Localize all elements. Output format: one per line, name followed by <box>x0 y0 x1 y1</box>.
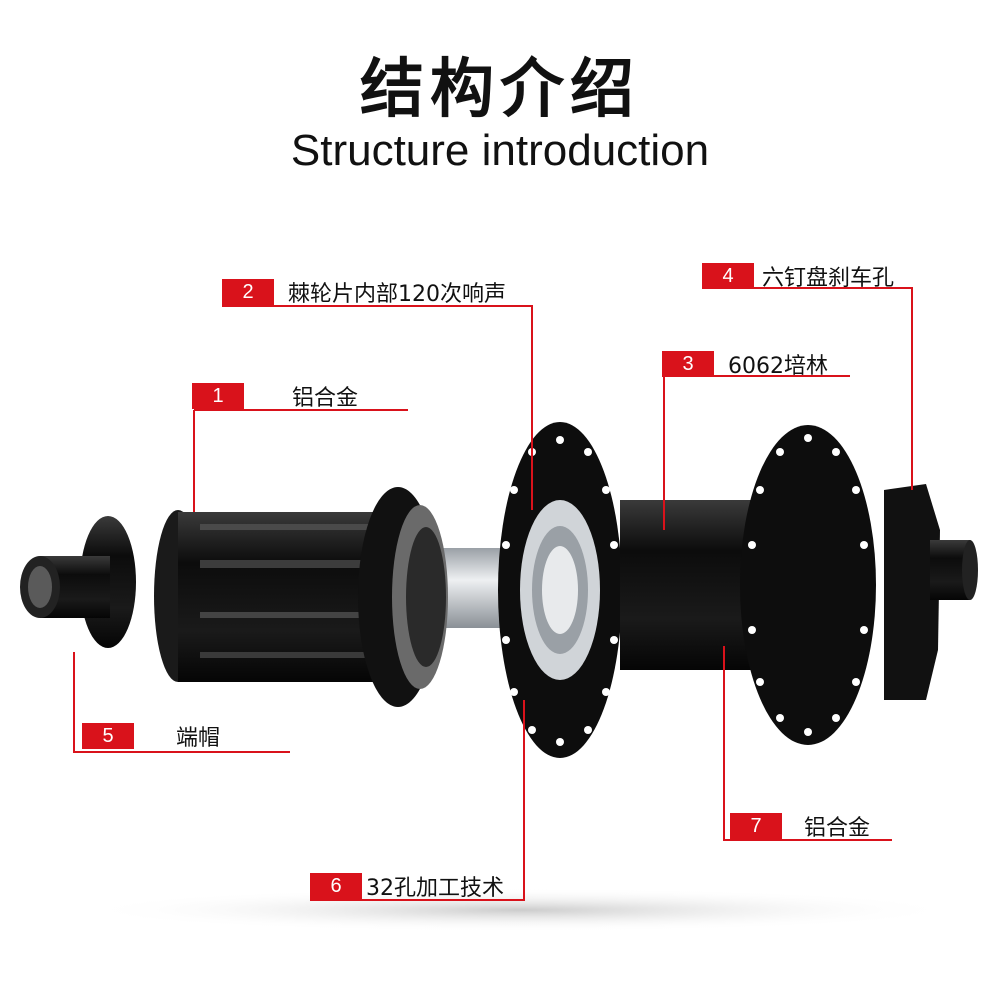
non-drive-flange-part <box>740 425 876 745</box>
callout-number: 7 <box>730 813 782 839</box>
callout-1: 1 铝合金 <box>192 380 358 412</box>
callout-label: 六钉盘刹车孔 <box>762 266 895 291</box>
callout-label: 端帽 <box>176 726 221 751</box>
disc-mount-part <box>884 484 978 700</box>
drive-flange-part <box>498 422 622 758</box>
callout-number: 2 <box>222 279 274 305</box>
callout-7: 7 铝合金 <box>730 810 870 842</box>
page-title: 结构介绍 <box>360 53 640 127</box>
callout-number: 3 <box>662 351 714 377</box>
callout-3: 3 6062培林 <box>662 348 828 380</box>
callout-2: 2 棘轮片内部120次响声 <box>222 276 506 308</box>
page-subtitle: Structure introduction <box>290 126 710 175</box>
end-cap-part <box>20 516 136 648</box>
callout-label: 6062培林 <box>728 354 828 379</box>
callout-4: 4 六钉盘刹车孔 <box>702 260 894 292</box>
callout-number: 1 <box>192 383 244 409</box>
callout-label: 棘轮片内部120次响声 <box>288 282 506 307</box>
callout-5: 5 端帽 <box>82 720 220 752</box>
callout-number: 5 <box>82 723 134 749</box>
floor-shadow <box>80 888 960 932</box>
freehub-body-part <box>154 487 448 707</box>
callout-label: 32孔加工技术 <box>366 876 504 901</box>
callout-6: 6 32孔加工技术 <box>310 870 504 902</box>
leader-lines <box>73 287 913 901</box>
callout-number: 4 <box>702 263 754 289</box>
callout-number: 6 <box>310 873 362 899</box>
callout-label: 铝合金 <box>804 816 871 841</box>
callout-label: 铝合金 <box>292 386 359 411</box>
